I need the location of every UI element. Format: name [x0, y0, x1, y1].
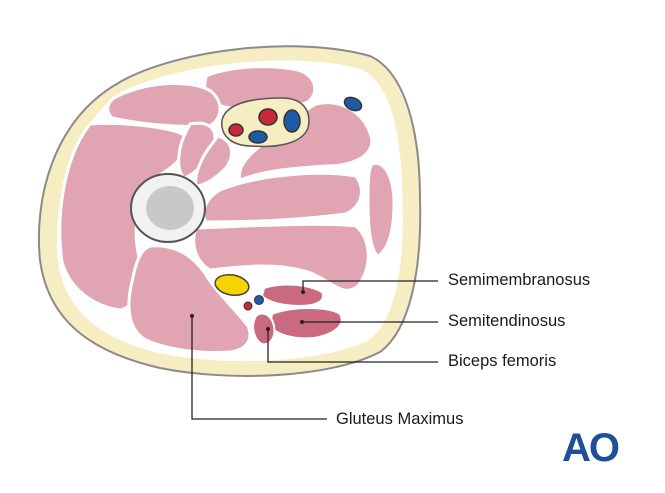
muscle-tensor	[366, 161, 396, 258]
ao-logo: AO	[562, 426, 621, 470]
posterior-artery	[243, 301, 253, 311]
muscle-group	[58, 65, 396, 354]
leader-line-biceps-femoris	[267, 329, 438, 363]
label-semitendinosus: Semitendinosus	[448, 312, 566, 330]
label-semimembranosus: Semimembranosus	[448, 271, 591, 289]
muscle-sartorius	[194, 134, 234, 188]
label-gluteus-maximus: Gluteus Maximus	[336, 410, 464, 428]
great-saphenous-vein	[343, 96, 363, 112]
leader-lines	[191, 280, 438, 420]
muscle-semimembranosus	[260, 283, 324, 308]
leader-line-gluteus-maximus	[191, 316, 327, 420]
sciatic-nerve	[214, 273, 250, 297]
posterior-vein	[254, 295, 264, 305]
muscle-biceps-femoris	[252, 312, 276, 346]
femoral-vein	[283, 109, 301, 133]
femoral-artery-small	[228, 123, 244, 137]
muscle-posterior-lateral	[192, 222, 370, 292]
leader-dots	[190, 290, 305, 331]
leader-line-semimembranosus	[302, 280, 438, 292]
muscle-gluteus-maximus	[127, 244, 252, 354]
femoral-artery	[258, 108, 278, 126]
muscle-semitendinosus	[268, 307, 343, 340]
femoral-vein-small	[248, 130, 268, 144]
femur-bone-marrow	[146, 186, 194, 230]
label-biceps-femoris: Biceps femoris	[448, 352, 557, 370]
ao-logo-text: AO	[562, 426, 619, 470]
